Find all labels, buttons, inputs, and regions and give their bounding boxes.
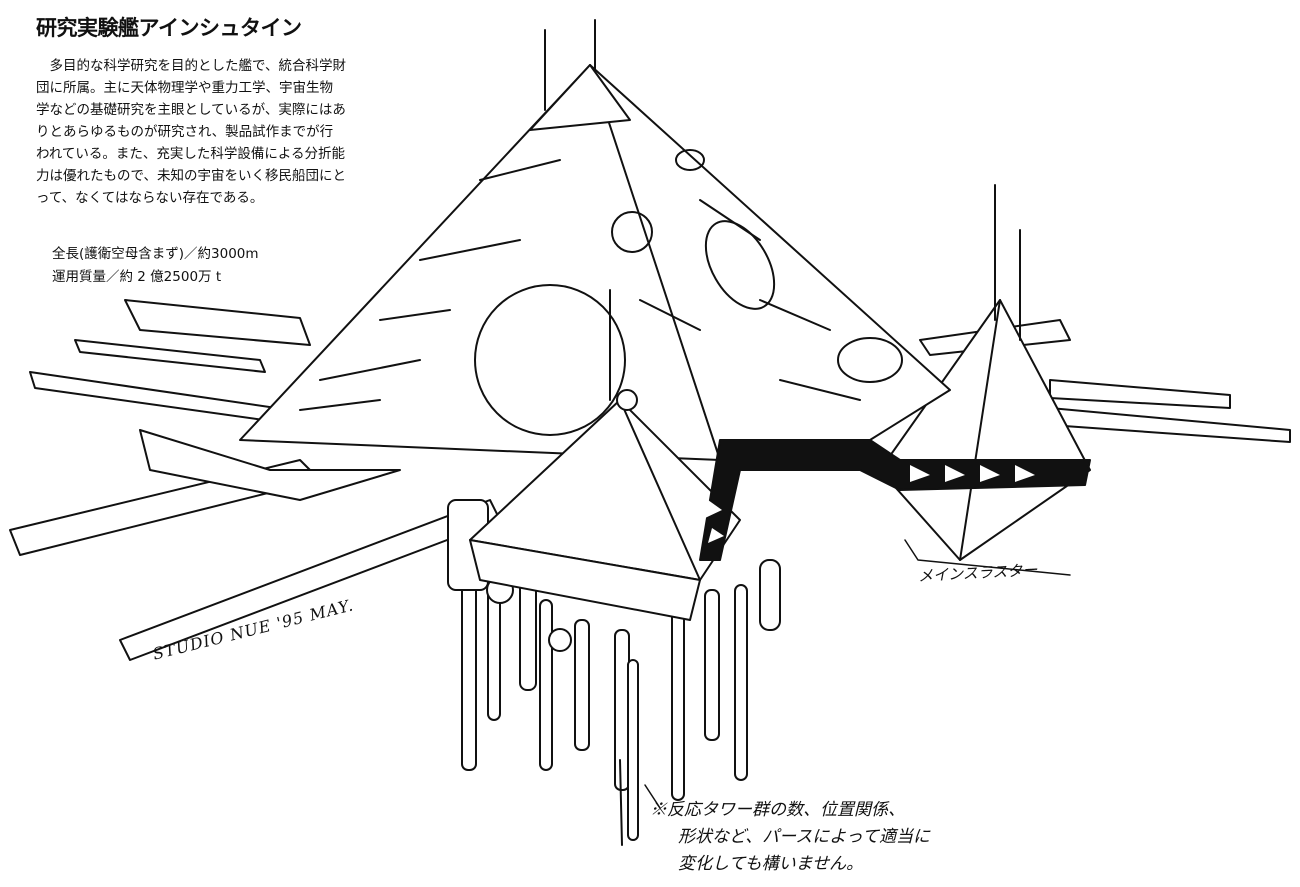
main-pyramid	[239, 19, 951, 461]
specs: 全長(護衛空母含まず)／約3000m 運用質量／約 2 億2500万 t	[52, 243, 259, 289]
note-leader-line	[644, 784, 661, 809]
right-pyramid	[879, 184, 1091, 561]
main-thruster-band	[699, 439, 1091, 561]
page-title: 研究実験艦アインシュタイン	[36, 16, 302, 40]
spec-mass: 運用質量／約 2 億2500万 t	[52, 269, 222, 285]
description: 多目的な科学研究を目的とした艦で、統合科学財団に所属。主に天体物理学や重力工学、…	[36, 55, 346, 209]
note-line: ※反応タワー群の数、位置関係、	[650, 800, 905, 820]
handwritten-note: ※反応タワー群の数、位置関係、 形状など、パースによって適当に 変化しても構いま…	[650, 797, 930, 878]
thruster-leader-line	[904, 539, 1071, 576]
left-booms	[9, 299, 501, 661]
note-line: 形状など、パースによって適当に	[678, 827, 930, 847]
note-line: 変化しても構いません。	[678, 854, 864, 874]
spec-length: 全長(護衛空母含まず)／約3000m	[52, 246, 259, 262]
front-pyramid	[469, 289, 741, 621]
description-text: 多目的な科学研究を目的とした艦で、統合科学財団に所属。主に天体物理学や重力工学、…	[36, 58, 346, 206]
